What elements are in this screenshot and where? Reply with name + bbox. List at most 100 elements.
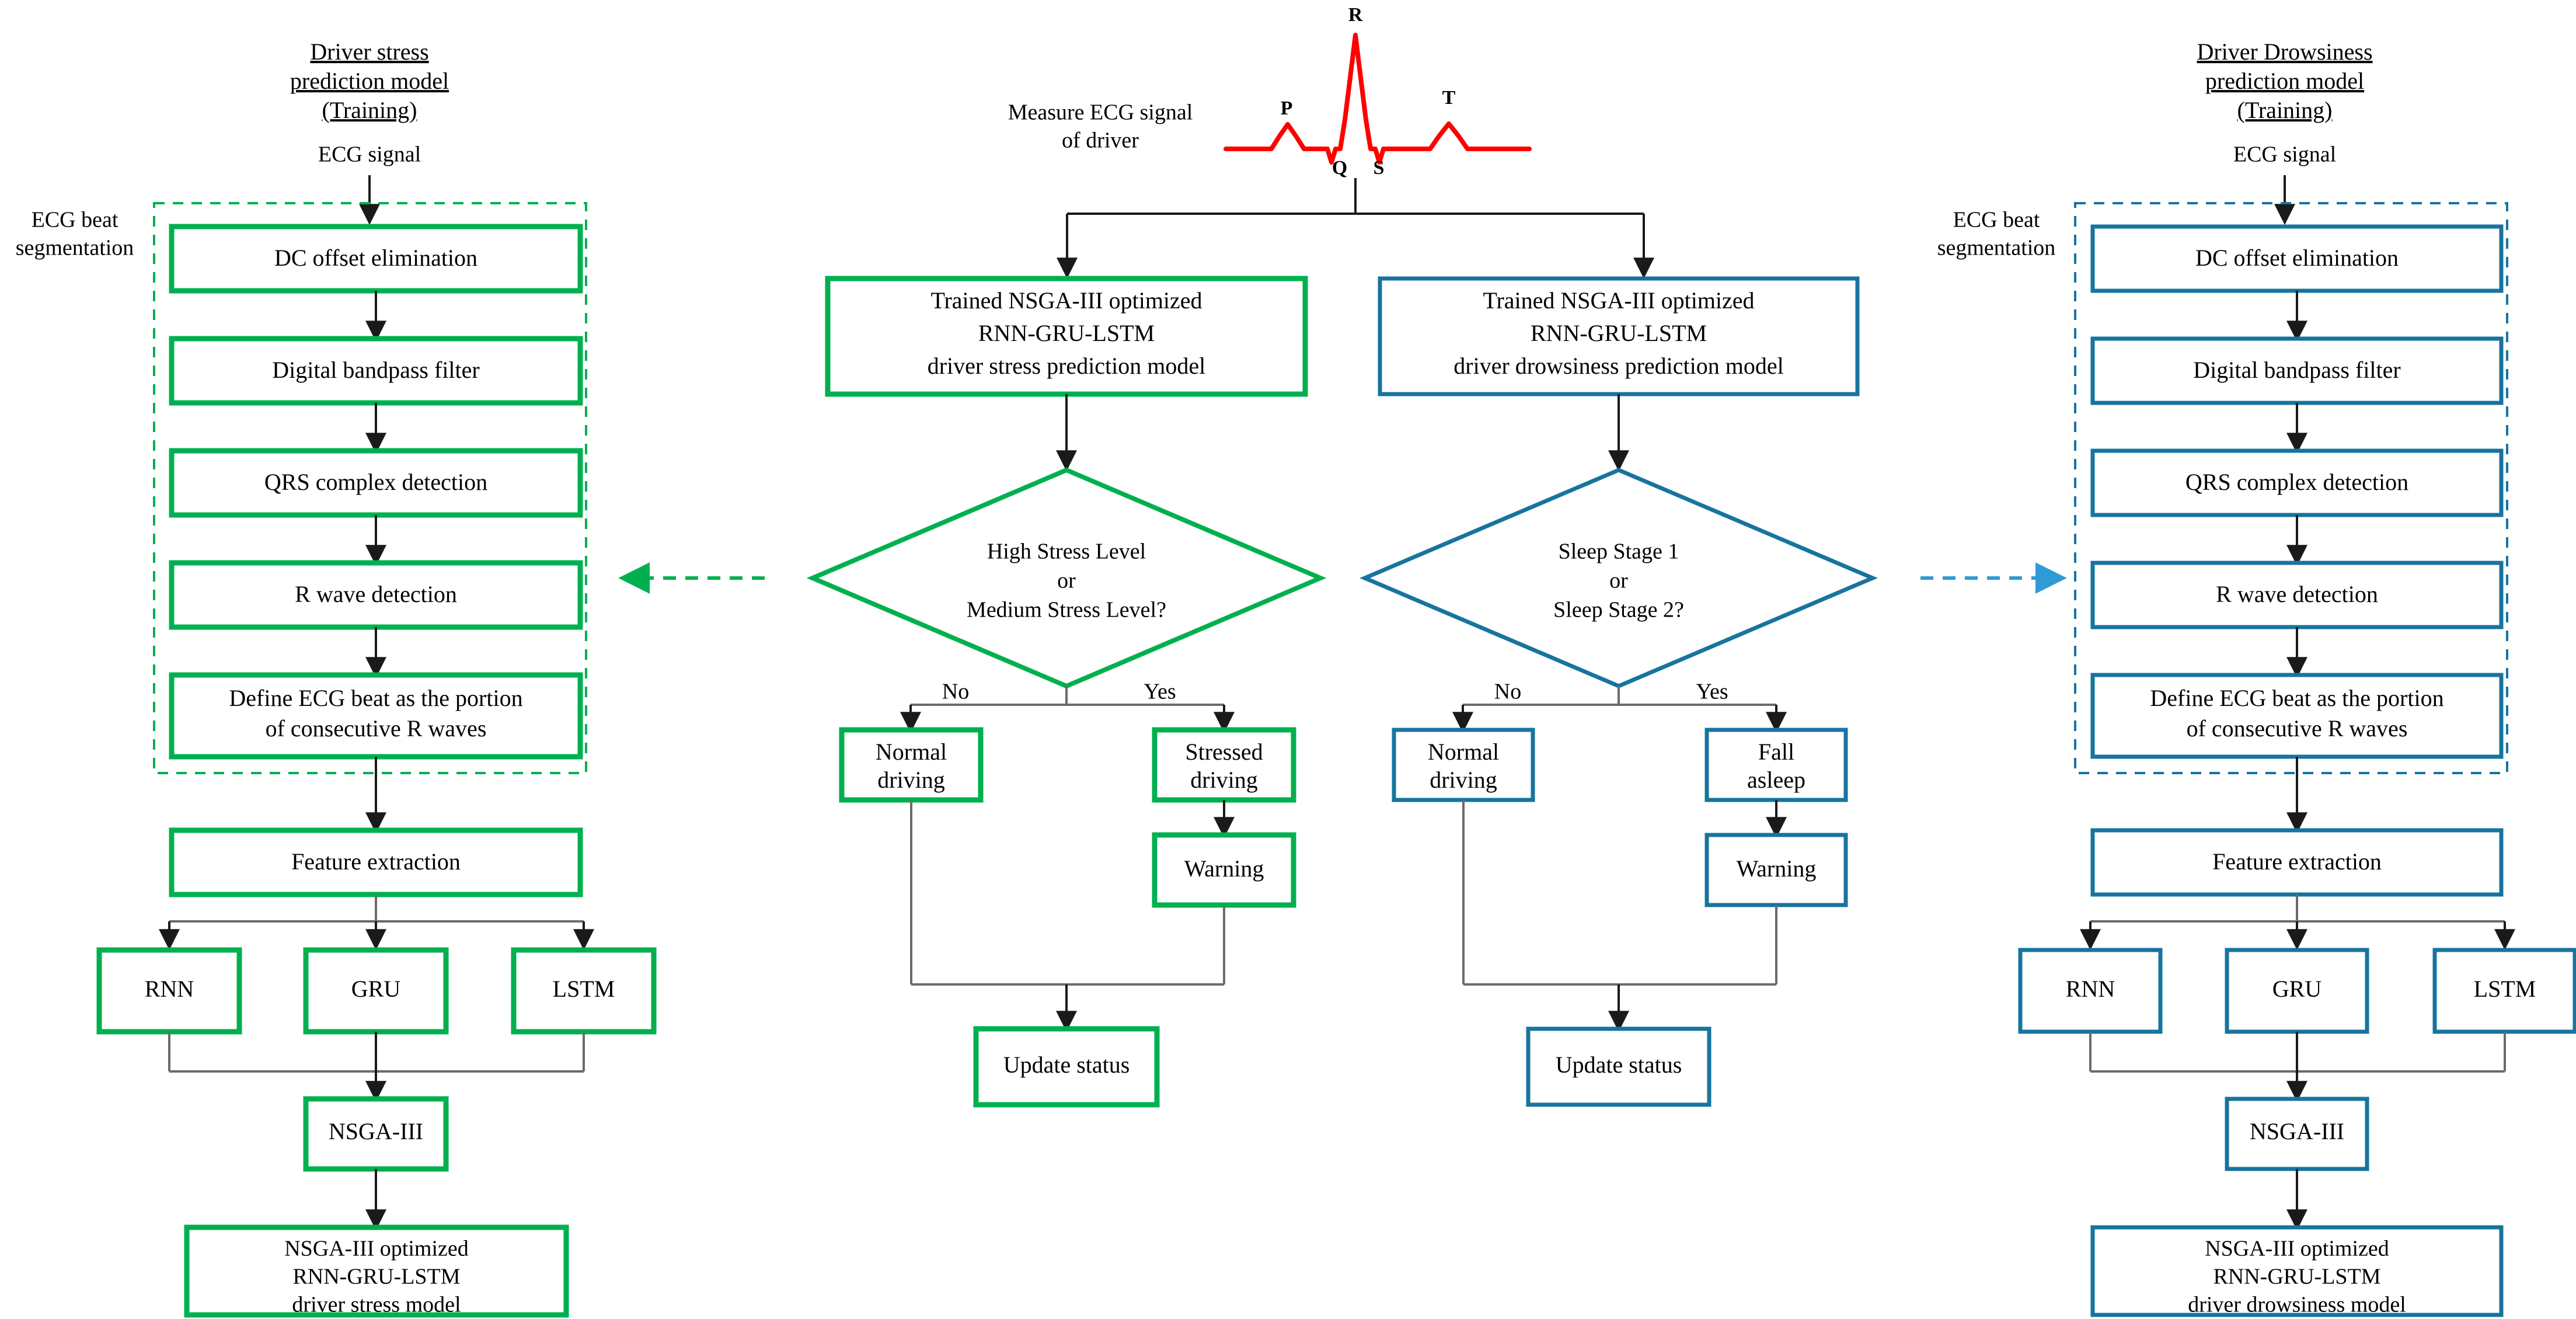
right-step-label-2: QRS complex detection [2185, 469, 2408, 495]
left-heading-line1: Driver stress [310, 39, 428, 65]
right-model-label-0: RNN [2066, 976, 2115, 1002]
ecg-label-T: T [1442, 87, 1456, 109]
left-output-line2: RNN-GRU-LSTM [292, 1265, 460, 1289]
center-right-group: Trained NSGA-III optimized RNN-GRU-LSTM … [1360, 276, 1878, 1107]
left-step-box-qrs[interactable] [169, 448, 583, 518]
right-nsga-label: NSGA-III [2250, 1118, 2344, 1144]
left-step-label-0: DC offset elimination [274, 245, 477, 271]
center-right-model-box[interactable] [1378, 276, 1860, 396]
right-segment-label-line1: ECG beat [1953, 208, 2040, 232]
right-feature-extraction-box[interactable] [2090, 828, 2504, 897]
center-right-yes-result-line2: asleep [1747, 767, 1805, 793]
left-nsga-label: NSGA-III [329, 1118, 423, 1144]
right-define-beat-line2: of consecutive R waves [2187, 715, 2408, 742]
center-right-no-result-line2: driving [1430, 767, 1497, 793]
right-define-beat-line1: Define ECG beat as the portion [2150, 685, 2443, 711]
left-step-label-3: R wave detection [295, 581, 457, 607]
center-left-decision-line3: Medium Stress Level? [967, 598, 1166, 622]
left-column-group: Driver stress prediction model (Training… [16, 39, 657, 1318]
right-define-beat-box[interactable] [2090, 673, 2504, 759]
right-heading-line3: (Training) [2237, 97, 2333, 123]
left-step-box-dc-offset[interactable] [169, 224, 583, 294]
right-output-line1: NSGA-III optimized [2205, 1237, 2389, 1261]
left-model-label-1: GRU [351, 976, 401, 1002]
right-nsga-box[interactable] [2225, 1097, 2369, 1171]
center-right-yes-result-line1: Fall [1758, 739, 1794, 765]
left-fanout-bus [169, 895, 584, 923]
right-step-box-bandpass[interactable] [2090, 336, 2504, 405]
right-output-line3: driver drowsiness model [2188, 1293, 2406, 1317]
center-right-branch-bus [1463, 686, 1776, 706]
left-define-beat-line2: of consecutive R waves [266, 715, 487, 742]
right-heading-line2: prediction model [2205, 68, 2364, 94]
right-step-label-3: R wave detection [2216, 581, 2378, 607]
right-model-box-rnn[interactable] [2018, 948, 2163, 1034]
center-right-branch-no-label: No [1494, 680, 1521, 704]
center-left-warning-label: Warning [1184, 855, 1264, 882]
left-segment-label-line2: segmentation [16, 236, 134, 260]
center-right-fall-asleep-box[interactable] [1704, 728, 1848, 802]
ecg-waveform [1223, 33, 1532, 165]
center-right-model-line3: driver drowsiness prediction model [1453, 353, 1783, 379]
right-model-box-lstm[interactable] [2432, 948, 2576, 1034]
center-left-update-status-box[interactable] [973, 1026, 1160, 1108]
right-feature-extraction-label: Feature extraction [2212, 848, 2382, 875]
center-left-yes-result-line2: driving [1190, 767, 1258, 793]
right-segmentation-region [2074, 202, 2508, 774]
ecg-caption-line2: of driver [1062, 128, 1139, 153]
right-model-box-gru[interactable] [2225, 948, 2369, 1034]
center-right-update-status-box[interactable] [1526, 1026, 1711, 1107]
ecg-label-Q: Q [1332, 157, 1347, 179]
center-right-decision-line1: Sleep Stage 1 [1559, 540, 1679, 564]
center-left-no-result-line2: driving [877, 767, 945, 793]
right-model-label-1: GRU [2272, 976, 2322, 1002]
left-step-box-rwave[interactable] [169, 560, 583, 630]
center-right-model-line1: Trained NSGA-III optimized [1483, 287, 1754, 314]
left-define-beat-line1: Define ECG beat as the portion [229, 685, 522, 711]
center-right-warning-label: Warning [1737, 855, 1817, 882]
ecg-measure-group: Measure ECG signal of driver P Q R S T [1008, 4, 1654, 279]
center-left-decision-line1: High Stress Level [987, 540, 1146, 564]
left-input-label: ECG signal [318, 142, 421, 167]
left-feature-extraction-label: Feature extraction [291, 848, 461, 875]
ecg-label-R: R [1348, 4, 1363, 26]
left-model-label-0: RNN [145, 976, 194, 1002]
center-right-model-line2: RNN-GRU-LSTM [1531, 320, 1707, 346]
left-output-line1: NSGA-III optimized [284, 1237, 469, 1261]
left-step-label-1: Digital bandpass filter [272, 357, 479, 383]
right-step-box-qrs[interactable] [2090, 448, 2504, 517]
left-model-box-rnn[interactable] [96, 947, 242, 1035]
center-left-stressed-driving-box[interactable] [1152, 727, 1296, 803]
left-feature-extraction-box[interactable] [169, 827, 583, 897]
center-left-no-result-line1: Normal [876, 739, 947, 765]
left-segmentation-region [153, 202, 587, 774]
center-left-branch-no-label: No [942, 680, 969, 704]
center-right-update-label: Update status [1556, 1052, 1682, 1078]
left-model-box-lstm[interactable] [511, 947, 657, 1035]
center-left-model-line2: RNN-GRU-LSTM [978, 320, 1155, 346]
left-step-box-bandpass[interactable] [169, 336, 583, 406]
left-define-beat-box[interactable] [169, 672, 583, 760]
center-left-decision-line2: or [1057, 569, 1076, 593]
right-output-box[interactable] [2090, 1225, 2504, 1317]
left-heading-line2: prediction model [290, 68, 449, 94]
left-step-label-2: QRS complex detection [264, 469, 487, 495]
ecg-split-bus [1067, 178, 1644, 215]
center-left-model-box[interactable] [825, 276, 1308, 397]
center-right-normal-driving-box[interactable] [1392, 728, 1535, 802]
left-model-label-2: LSTM [553, 976, 615, 1002]
right-segment-label-line2: segmentation [1937, 236, 2056, 260]
center-left-update-label: Update status [1003, 1052, 1130, 1078]
left-output-line3: driver stress model [292, 1293, 461, 1317]
left-output-box[interactable] [184, 1224, 569, 1318]
right-input-label: ECG signal [2233, 142, 2336, 167]
center-left-branch-bus [911, 686, 1224, 706]
center-left-model-line1: Trained NSGA-III optimized [930, 287, 1202, 314]
left-segment-label-line1: ECG beat [32, 208, 118, 232]
center-left-yes-result-line1: Stressed [1185, 739, 1263, 765]
center-left-group: Trained NSGA-III optimized RNN-GRU-LSTM … [806, 276, 1327, 1108]
center-right-warning-box[interactable] [1704, 833, 1848, 907]
center-right-decision-line3: Sleep Stage 2? [1553, 598, 1684, 622]
